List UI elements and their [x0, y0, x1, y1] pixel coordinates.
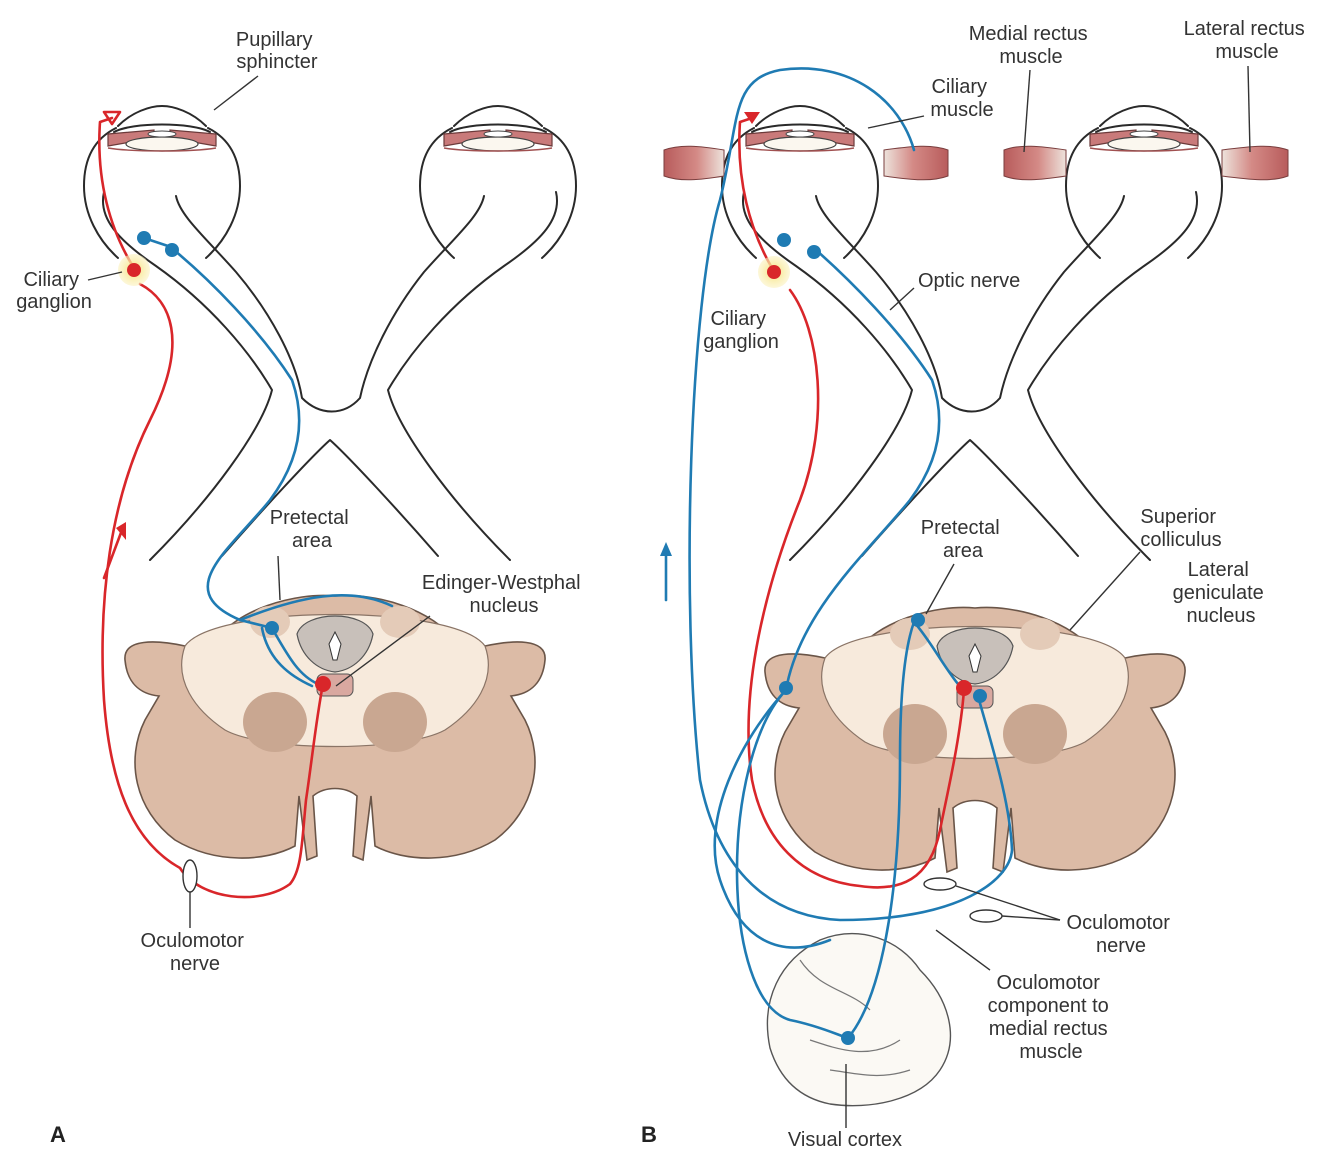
- label-pupillary-sphincter: Pupillary sphincter: [236, 29, 318, 73]
- nerve-bundle-markers: [182, 859, 1003, 923]
- label-pretectal-area-b-line-2: area: [943, 540, 984, 562]
- brainstem-section-a: [124, 594, 546, 862]
- label-edinger-westphal: Edinger-Westphal nucleus: [422, 572, 586, 617]
- label-pretectal-area-a-line-2: area: [292, 530, 333, 552]
- label-visual-cortex: Visual cortex: [788, 1129, 902, 1149]
- label-oculomotor-nerve-a: Oculomotor nerve: [141, 930, 250, 975]
- label-lateral-geniculate-line-1: Lateral: [1188, 559, 1249, 581]
- right-eye-a: [419, 105, 577, 259]
- left-eye-b: [721, 105, 879, 259]
- label-lateral-geniculate-line-2: geniculate: [1173, 582, 1264, 604]
- labels: Pupillary sphincter Ciliary ganglion Pre…: [16, 18, 1311, 1149]
- right-eye-b: [1065, 105, 1223, 259]
- label-ciliary-ganglion-b-line-2: ganglion: [703, 331, 779, 353]
- ciliary-ganglion-a-dot: [127, 263, 141, 277]
- label-oculomotor-nerve-a-line-1: Oculomotor: [141, 930, 245, 952]
- label-pupillary-sphincter-line-2: sphincter: [236, 51, 317, 73]
- label-lateral-rectus-line-1: Lateral rectus: [1184, 18, 1305, 40]
- label-edinger-westphal-line-1: Edinger-Westphal: [422, 572, 581, 594]
- label-pretectal-area-b: Pretectal area: [921, 517, 1006, 562]
- label-oculomotor-component-line-3: medial rectus: [989, 1018, 1108, 1040]
- label-medial-rectus-line-1: Medial rectus: [969, 23, 1088, 45]
- label-ciliary-muscle-line-1: Ciliary: [931, 76, 987, 98]
- label-ciliary-ganglion-a: Ciliary ganglion: [16, 269, 92, 313]
- afferent-pathway-a: [142, 236, 394, 688]
- panel-letter-a: A: [50, 1122, 66, 1147]
- label-edinger-westphal-line-2: nucleus: [470, 595, 539, 617]
- extraocular-muscles: [663, 145, 1289, 181]
- label-ciliary-ganglion-b: Ciliary ganglion: [703, 308, 779, 353]
- ciliary-ganglion-b-dot: [767, 265, 781, 279]
- panel-letter-b: B: [641, 1122, 657, 1147]
- label-medial-rectus-line-2: muscle: [999, 46, 1062, 68]
- label-oculomotor-nerve-b-line-2: nerve: [1096, 935, 1146, 957]
- label-lateral-geniculate: Lateral geniculate nucleus: [1173, 559, 1270, 627]
- parasympathetic-pathway-a: [98, 110, 325, 899]
- label-superior-colliculus: Superior colliculus: [1140, 506, 1221, 551]
- label-oculomotor-component-line-1: Oculomotor: [997, 972, 1101, 994]
- label-superior-colliculus-line-2: colliculus: [1140, 529, 1221, 551]
- label-ciliary-ganglion-a-line-2: ganglion: [16, 291, 92, 313]
- label-ciliary-ganglion-b-line-1: Ciliary: [710, 308, 766, 330]
- afferent-pathway-b: [660, 67, 1014, 1040]
- label-lateral-rectus: Lateral rectus muscle: [1184, 18, 1311, 63]
- brainstem-section-b: [764, 606, 1186, 874]
- label-oculomotor-nerve-b-line-1: Oculomotor: [1067, 912, 1171, 934]
- label-medial-rectus: Medial rectus muscle: [969, 23, 1094, 68]
- label-lateral-geniculate-line-3: nucleus: [1187, 605, 1256, 627]
- label-ciliary-muscle-line-2: muscle: [930, 99, 993, 121]
- label-pupillary-sphincter-line-1: Pupillary: [236, 29, 313, 51]
- neuron-cell-bodies: [118, 231, 987, 1045]
- left-eye-a: [83, 105, 241, 259]
- optic-chiasm-outline-b: [742, 191, 1198, 561]
- label-pretectal-area-b-line-1: Pretectal: [921, 517, 1000, 539]
- label-oculomotor-component-line-4: muscle: [1019, 1041, 1082, 1063]
- label-oculomotor-nerve-b: Oculomotor nerve: [1067, 912, 1176, 957]
- label-pretectal-area-a-line-1: Pretectal: [270, 507, 349, 529]
- label-optic-nerve: Optic nerve: [918, 270, 1020, 292]
- label-oculomotor-nerve-a-line-2: nerve: [170, 953, 220, 975]
- parasympathetic-pathway-b: [738, 112, 966, 889]
- label-ciliary-ganglion-a-line-1: Ciliary: [23, 269, 79, 291]
- panel-a: [83, 105, 577, 899]
- label-ciliary-muscle: Ciliary muscle: [930, 76, 993, 121]
- label-pretectal-area-a: Pretectal area: [270, 507, 355, 552]
- label-superior-colliculus-line-1: Superior: [1140, 506, 1216, 528]
- label-oculomotor-component-line-2: component to: [988, 995, 1109, 1017]
- label-oculomotor-component: Oculomotor component to medial rectus mu…: [988, 972, 1115, 1063]
- label-lateral-rectus-line-2: muscle: [1215, 41, 1278, 63]
- label-leaders: [87, 65, 1251, 1128]
